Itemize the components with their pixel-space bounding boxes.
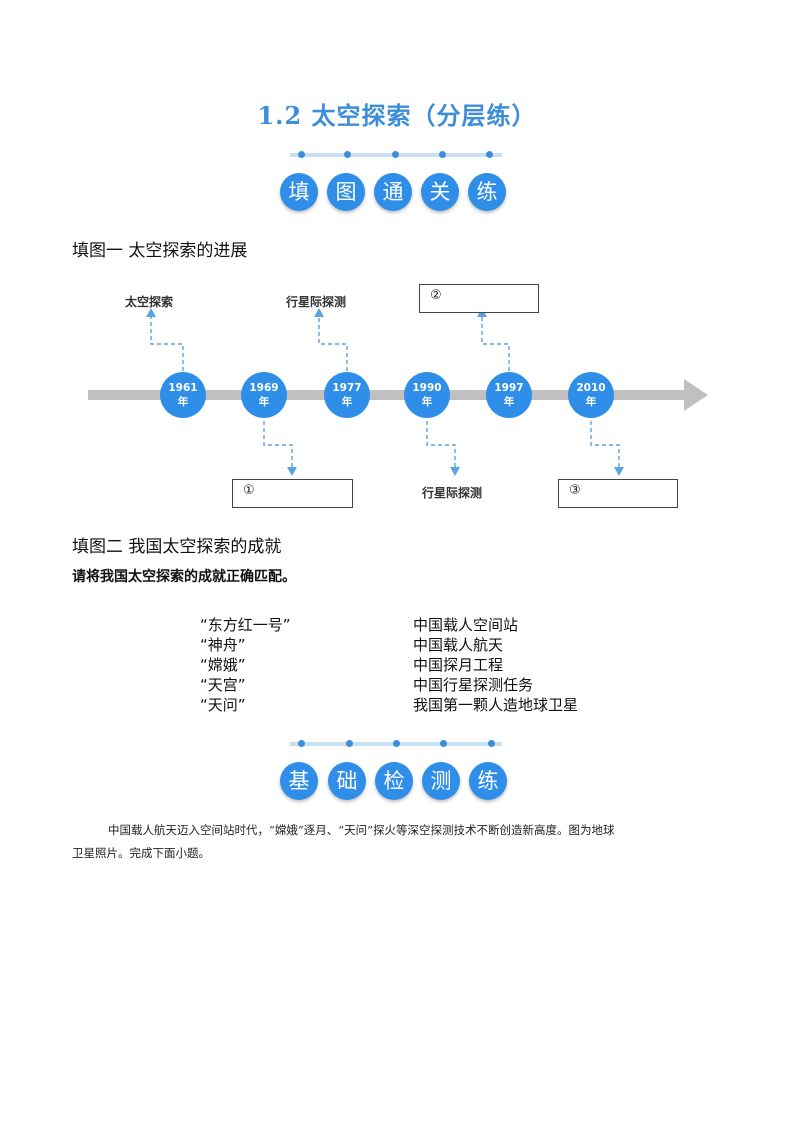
timeline-arrow-shaft xyxy=(88,390,688,400)
label-1977: 行星际探测 xyxy=(286,295,347,309)
year-unit: 年 xyxy=(422,395,433,408)
connector-1997 xyxy=(481,315,510,371)
year-unit: 年 xyxy=(586,395,597,408)
connector-1977 xyxy=(318,315,348,371)
page-title: 1.2 太空探索（分层练） xyxy=(257,101,537,130)
answer-box-2[interactable]: ② xyxy=(419,284,539,313)
banner-circle: 练 xyxy=(469,762,507,800)
year-label: 1969 xyxy=(249,382,278,394)
year-unit: 年 xyxy=(342,395,353,408)
year-label: 2010 xyxy=(576,382,605,394)
year-label: 1977 xyxy=(332,382,361,394)
question-intro-line: 中国载人航天迈入空间站时代，“嫦娥”逐月、“天问”探火等深空探测技术不断创造新高… xyxy=(108,823,615,837)
banner-dot xyxy=(298,740,305,747)
banner-circle: 填 xyxy=(280,173,318,211)
arrowhead-up xyxy=(146,308,156,317)
timeline-arrow-head xyxy=(684,379,708,411)
year-circle-1961 xyxy=(160,372,206,418)
timeline-diagram: 1961 年 1969 年 1977 年 1990 年 1997 年 2010 … xyxy=(88,308,708,476)
year-unit: 年 xyxy=(504,395,515,408)
connector-1969 xyxy=(263,421,293,469)
match-right-item[interactable]: 我国第一颗人造地球卫星 xyxy=(413,696,579,714)
arrowhead-up xyxy=(314,308,324,317)
arrowhead-down xyxy=(450,467,460,476)
banner-dot xyxy=(488,740,495,747)
match-left-item[interactable]: “嫦娥” xyxy=(200,656,246,674)
answer-box-3[interactable]: ③ xyxy=(558,479,678,508)
banner-circle: 练 xyxy=(468,173,506,211)
banner-dot xyxy=(393,740,400,747)
banner-dot xyxy=(392,151,399,158)
year-label: 1990 xyxy=(412,382,441,394)
year-unit: 年 xyxy=(178,395,189,408)
banner-dot xyxy=(344,151,351,158)
banner-dot xyxy=(440,740,447,747)
connector-1961 xyxy=(150,315,184,371)
year-unit: 年 xyxy=(259,395,270,408)
connector-2010 xyxy=(590,421,620,469)
banner-circle: 检 xyxy=(375,762,413,800)
label-1961: 太空探索 xyxy=(125,295,174,309)
match-left-item[interactable]: “东方红一号” xyxy=(200,616,291,634)
banner-circle: 关 xyxy=(421,173,459,211)
banner-circle: 测 xyxy=(422,762,460,800)
year-label: 1961 xyxy=(168,382,197,394)
question-intro: 中国载人航天迈入空间站时代，“嫦娥”逐月、“天问”探火等深空探测技术不断创造新高… xyxy=(72,819,722,865)
match-right-item[interactable]: 中国载人空间站 xyxy=(413,616,519,634)
year-circle-1969 xyxy=(241,372,287,418)
banner-circle: 图 xyxy=(327,173,365,211)
year-circle-1997 xyxy=(486,372,532,418)
match-right-list: 中国载人空间站 中国载人航天 中国探月工程 中国行星探测任务 我国第一颗人造地球… xyxy=(413,615,633,715)
match-left-item[interactable]: “神舟” xyxy=(200,636,246,654)
section2-heading: 填图二 我国太空探索的成就 xyxy=(72,537,282,557)
banner-circle: 础 xyxy=(328,762,366,800)
banner-dot xyxy=(486,151,493,158)
answer-box-1[interactable]: ① xyxy=(232,479,353,508)
banner-dot xyxy=(298,151,305,158)
year-circle-2010 xyxy=(568,372,614,418)
connector-1990 xyxy=(426,421,456,469)
banner-circle: 通 xyxy=(374,173,412,211)
match-left-list: “东方红一号” “神舟” “嫦娥” “天宫” “天问” xyxy=(200,615,360,715)
question-intro-line: 卫星照片。完成下面小题。 xyxy=(72,846,210,860)
year-circle-1977 xyxy=(324,372,370,418)
year-circle-1990 xyxy=(404,372,450,418)
arrowhead-down xyxy=(287,467,297,476)
match-right-item[interactable]: 中国载人航天 xyxy=(413,636,504,654)
match-right-item[interactable]: 中国行星探测任务 xyxy=(413,676,534,694)
label-1990: 行星际探测 xyxy=(422,486,483,500)
banner-basic-test: 基 础 检 测 练 xyxy=(0,740,794,812)
banner-circle: 基 xyxy=(280,762,318,800)
banner-dot xyxy=(439,151,446,158)
arrowhead-down xyxy=(614,467,624,476)
section1-heading: 填图一 太空探索的进展 xyxy=(72,241,248,261)
match-left-item[interactable]: “天问” xyxy=(200,696,246,714)
banner-dot xyxy=(346,740,353,747)
banner-fill-map: 填 图 通 关 练 xyxy=(0,151,794,223)
year-label: 1997 xyxy=(494,382,523,394)
match-right-item[interactable]: 中国探月工程 xyxy=(413,656,504,674)
match-left-item[interactable]: “天宫” xyxy=(200,676,246,694)
section2-instruction: 请将我国太空探索的成就正确匹配。 xyxy=(72,569,296,585)
